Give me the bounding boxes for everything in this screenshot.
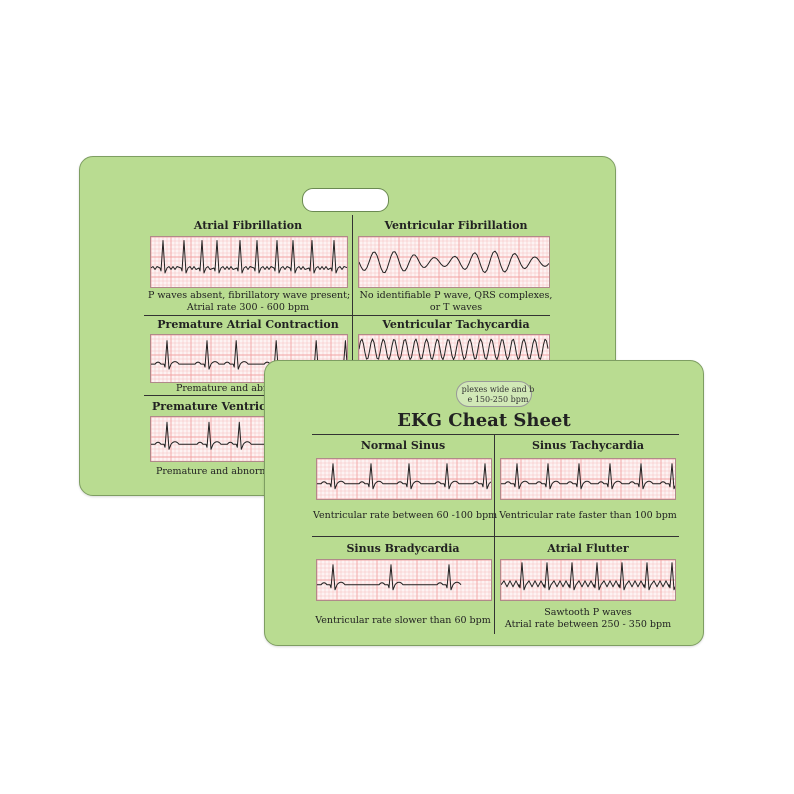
pvc-title: Premature Ventricula [152, 400, 286, 413]
afib-desc: P waves absent, fibrillatory wave presen… [148, 290, 351, 301]
sinus-tachycardia-title: Sinus Tachycardia [531, 439, 645, 452]
atrial-flutter-desc: Sawtooth P waves [544, 607, 632, 618]
ekg-trace-svg [359, 237, 549, 287]
horizontal-divider [144, 395, 344, 396]
normal-sinus-ekg-strip [316, 458, 492, 500]
vfib-desc: or T waves [429, 302, 483, 313]
vertical-divider [352, 215, 353, 485]
pac-desc: Premature and abno [176, 383, 275, 394]
ekg-trace-svg [359, 335, 549, 361]
vfib-ekg-strip [358, 236, 550, 288]
lanyard-slot [302, 188, 389, 212]
atrial-flutter-desc: Atrial rate between 250 - 350 bpm [504, 619, 672, 630]
afib-title: Atrial Fibrillation [193, 219, 303, 232]
vertical-divider [494, 434, 495, 634]
sinus-tachycardia-ekg-strip [500, 458, 676, 500]
ekg-trace-svg [501, 459, 675, 499]
vtach-ekg-strip [358, 334, 550, 362]
ekg-trace [501, 463, 675, 490]
vtach-desc-peek: plexes wide and b [461, 385, 535, 394]
normal-sinus-desc: Ventricular rate between 60 -100 bpm [313, 510, 498, 521]
ekg-trace [359, 338, 549, 361]
vfib-title: Ventricular Fibrillation [384, 219, 528, 232]
ekg-trace [501, 562, 675, 591]
atrial-flutter-ekg-strip [500, 559, 676, 601]
ekg-trace [317, 463, 491, 490]
slot-window [456, 381, 532, 407]
ekg-trace [359, 250, 549, 274]
vtach-title: Ventricular Tachycardia [382, 318, 530, 331]
ekg-trace-svg [151, 237, 347, 287]
ekg-trace-svg [317, 459, 491, 499]
normal-sinus-title: Normal Sinus [360, 439, 446, 452]
atrial-flutter-title: Atrial Flutter [547, 542, 629, 555]
horizontal-divider [312, 536, 679, 537]
front-card: plexes wide and b e 150-250 bpm EKG Chea… [264, 360, 704, 646]
pac-title: Premature Atrial Contraction [157, 318, 339, 331]
ekg-trace [151, 240, 347, 274]
card-title: EKG Cheat Sheet [397, 410, 571, 431]
vtach-desc-peek: e 150-250 bpm [467, 395, 529, 404]
sinus-bradycardia-desc: Ventricular rate slower than 60 bpm [315, 615, 491, 626]
pvc-desc: Premature and abnorma [156, 466, 275, 477]
ekg-trace [317, 564, 462, 591]
sinus-bradycardia-title: Sinus Bradycardia [346, 542, 460, 555]
horizontal-divider [144, 315, 550, 316]
afib-desc: Atrial rate 300 - 600 bpm [186, 302, 310, 313]
title-underline [312, 434, 679, 435]
ekg-trace-svg [501, 560, 675, 600]
sinus-bradycardia-ekg-strip [316, 559, 492, 601]
afib-ekg-strip [150, 236, 348, 288]
ekg-trace-svg [317, 560, 491, 600]
sinus-tachycardia-desc: Ventricular rate faster than 100 bpm [499, 510, 677, 521]
vfib-desc: No identifiable P wave, QRS complexes, [359, 290, 553, 301]
